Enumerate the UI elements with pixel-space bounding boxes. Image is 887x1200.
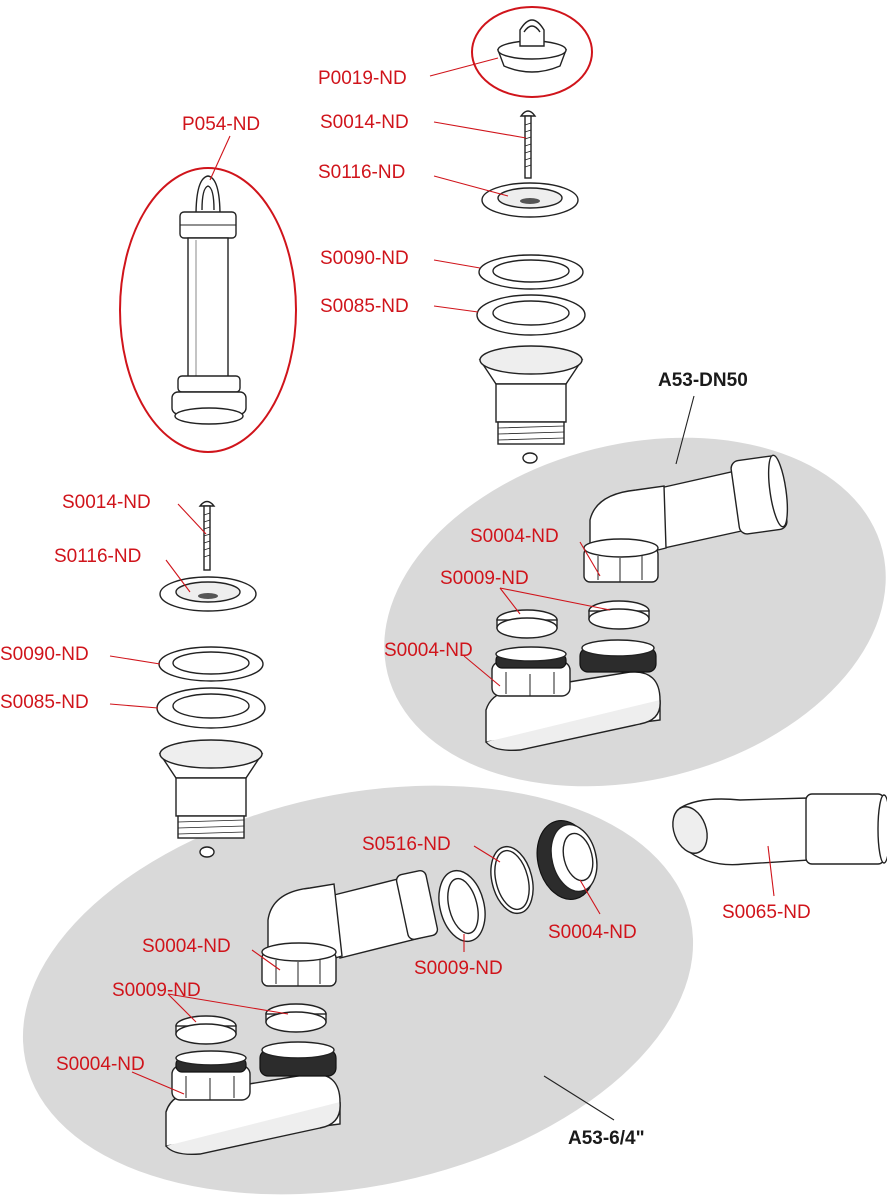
label-dn50-s0004-top: S0004-ND [470, 526, 559, 547]
label-left-s0014: S0014-ND [62, 492, 151, 513]
elbow-pipe-icon [672, 793, 887, 866]
label-b-s0009-left: S0009-ND [112, 980, 201, 1001]
label-s0516: S0516-ND [362, 834, 451, 855]
label-top-s0116: S0116-ND [318, 162, 405, 183]
label-left-s0085: S0085-ND [0, 692, 89, 713]
label-a53-dn50: A53-DN50 [658, 370, 748, 391]
label-dn50-s0004-bottom: S0004-ND [384, 640, 473, 661]
union-nut-icon [583, 538, 659, 583]
label-left-s0090: S0090-ND [0, 644, 89, 665]
elbow-pipe-icon [267, 870, 439, 961]
label-b-s0004-bottom: S0004-ND [56, 1054, 145, 1075]
leader-lines [109, 57, 775, 1121]
label-s0065: S0065-ND [722, 902, 811, 923]
gasket-ring-icon [158, 646, 264, 682]
label-top-s0014: S0014-ND [320, 112, 409, 133]
gasket-ring-icon [476, 294, 586, 336]
union-nut-icon [536, 820, 598, 900]
label-a53-64: A53-6/4" [568, 1128, 645, 1149]
label-p054: P054-ND [182, 114, 260, 135]
drain-body-icon [478, 345, 584, 445]
gasket-ring-icon [496, 609, 558, 639]
gasket-ring-icon [438, 869, 486, 943]
label-b-s0004-right: S0004-ND [548, 922, 637, 943]
label-left-s0116: S0116-ND [54, 546, 141, 567]
label-top-s0085: S0085-ND [320, 296, 409, 317]
label-dn50-s0009: S0009-ND [440, 568, 529, 589]
drain-body-icon [158, 739, 264, 839]
label-top-s0090: S0090-ND [320, 248, 409, 269]
siphon-base-icon [485, 639, 661, 752]
nut-icon [522, 452, 538, 464]
gasket-ring-icon [175, 1015, 237, 1045]
gasket-ring-icon [156, 687, 266, 729]
label-b-s0009-mid: S0009-ND [414, 958, 503, 979]
union-nut-icon [261, 942, 337, 987]
gasket-ring-icon [265, 1003, 327, 1033]
stopper-plug-icon [471, 6, 593, 98]
screw-icon [198, 500, 216, 571]
overflow-tube-icon [119, 167, 297, 453]
siphon-base-icon [165, 1041, 341, 1156]
screw-icon [519, 110, 537, 179]
strainer-flange-icon [159, 576, 257, 612]
label-p0019: P0019-ND [318, 68, 407, 89]
gasket-ring-icon [478, 254, 584, 290]
gasket-ring-icon [588, 600, 650, 630]
nut-icon [199, 846, 215, 858]
strainer-flange-icon [481, 182, 579, 218]
label-b-s0004-top: S0004-ND [142, 936, 231, 957]
gasket-ring-icon [490, 845, 534, 915]
